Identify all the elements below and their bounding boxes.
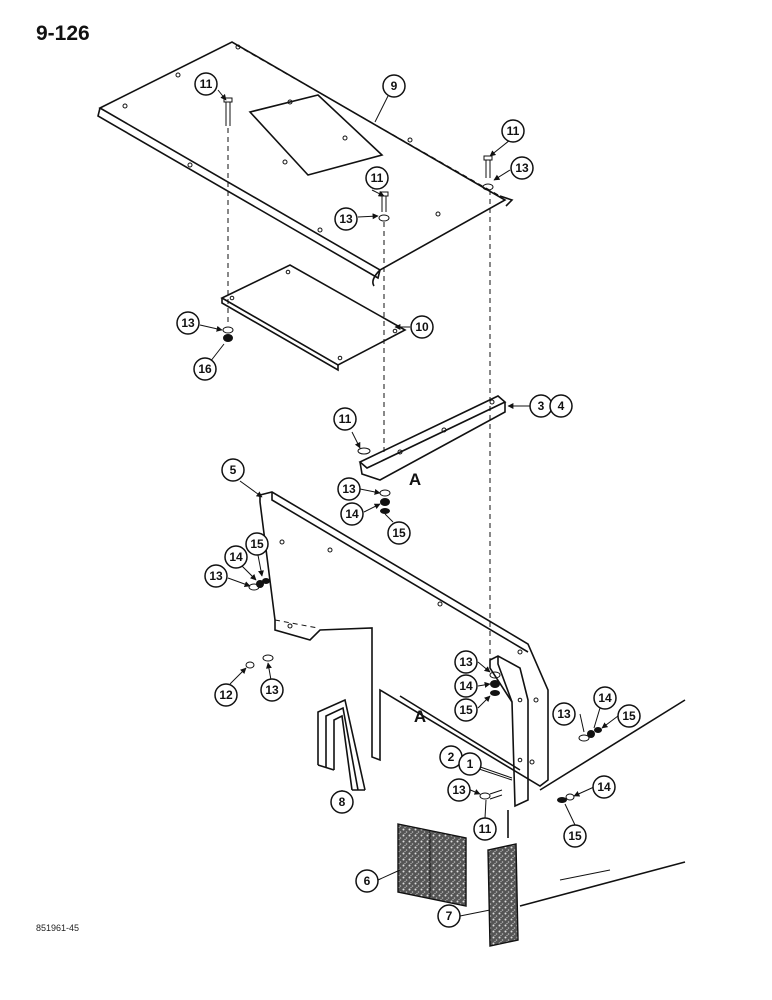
- side-panel: [259, 491, 549, 787]
- svg-text:15: 15: [459, 703, 473, 717]
- svg-text:16: 16: [198, 362, 212, 376]
- svg-text:15: 15: [392, 526, 406, 540]
- top-cover-plate: [97, 41, 514, 287]
- callout-15-right: 15: [617, 704, 641, 728]
- callouts: 11 9 11 13 11 13 10 13 16 3 4 11 5 13 14…: [176, 72, 641, 928]
- svg-text:9: 9: [391, 79, 398, 93]
- callout-3-4: 3 4: [529, 394, 573, 418]
- svg-text:15: 15: [622, 709, 636, 723]
- page-number: 9-126: [36, 22, 90, 45]
- svg-text:13: 13: [339, 212, 353, 226]
- svg-text:11: 11: [507, 124, 520, 138]
- svg-text:14: 14: [459, 679, 473, 693]
- callout-11-middle: 11: [365, 166, 389, 190]
- u-seal: [317, 698, 366, 791]
- callout-13-panel-bottom: 13: [260, 678, 284, 702]
- fasteners: [222, 97, 602, 803]
- callout-7: 7: [437, 904, 461, 928]
- svg-text:13: 13: [452, 783, 466, 797]
- svg-text:4: 4: [558, 399, 565, 413]
- svg-text:11: 11: [371, 171, 384, 185]
- svg-text:10: 10: [415, 320, 429, 334]
- svg-text:3: 3: [538, 399, 545, 413]
- svg-text:13: 13: [459, 655, 473, 669]
- callout-11-top-left: 11: [194, 72, 218, 96]
- svg-text:6: 6: [364, 874, 371, 888]
- svg-text:13: 13: [515, 161, 529, 175]
- callout-13-post: 13: [454, 650, 478, 674]
- support-bracket: [358, 395, 507, 481]
- callout-5: 5: [221, 458, 245, 482]
- svg-text:12: 12: [219, 688, 233, 702]
- callout-10: 10: [410, 315, 434, 339]
- filter-pad: [397, 823, 467, 907]
- callout-9: 9: [382, 74, 406, 98]
- svg-text:15: 15: [568, 829, 582, 843]
- svg-text:15: 15: [250, 537, 264, 551]
- callout-13-right: 13: [552, 702, 576, 726]
- callout-13-panel-left: 13: [204, 564, 228, 588]
- callout-13-middle: 13: [334, 207, 358, 231]
- callout-14-panel-left: 14: [224, 545, 248, 569]
- callout-6: 6: [355, 869, 379, 893]
- svg-text:14: 14: [229, 550, 243, 564]
- callout-1: 1: [458, 752, 482, 776]
- callout-8: 8: [330, 790, 354, 814]
- callout-15-bottom-right: 15: [563, 824, 587, 848]
- callout-13-bracket: 13: [337, 477, 361, 501]
- svg-text:14: 14: [345, 507, 359, 521]
- svg-text:13: 13: [181, 316, 195, 330]
- callout-11-bottom: 11: [473, 817, 497, 841]
- small-filter-pad: [487, 843, 519, 947]
- svg-text:13: 13: [265, 683, 279, 697]
- callout-14-right: 14: [593, 686, 617, 710]
- callout-13-bottom: 13: [447, 778, 471, 802]
- callout-16: 16: [193, 357, 217, 381]
- access-plate: [220, 264, 407, 372]
- callout-13-top-right: 13: [510, 156, 534, 180]
- alignment-lines: [227, 128, 491, 660]
- svg-text:13: 13: [342, 482, 356, 496]
- svg-text:8: 8: [339, 795, 346, 809]
- svg-text:14: 14: [598, 691, 612, 705]
- svg-text:11: 11: [479, 822, 492, 836]
- reference-letter-a-upper: A: [409, 470, 421, 489]
- callout-14-post: 14: [454, 674, 478, 698]
- callout-15-bracket: 15: [387, 521, 411, 545]
- svg-text:5: 5: [230, 463, 237, 477]
- callout-14-bottom-right: 14: [592, 775, 616, 799]
- svg-text:13: 13: [209, 569, 223, 583]
- svg-text:1: 1: [467, 757, 474, 771]
- callout-15-panel-left: 15: [245, 532, 269, 556]
- svg-text:13: 13: [557, 707, 571, 721]
- svg-text:14: 14: [597, 780, 611, 794]
- callout-14-bracket: 14: [340, 502, 364, 526]
- svg-text:11: 11: [339, 412, 352, 426]
- callout-11-bracket: 11: [333, 407, 357, 431]
- callout-leaders: [199, 89, 619, 917]
- figure-code: 851961-45: [36, 923, 80, 933]
- svg-text:7: 7: [446, 909, 453, 923]
- callout-15-post: 15: [454, 698, 478, 722]
- svg-text:2: 2: [448, 750, 455, 764]
- svg-text:11: 11: [200, 77, 213, 91]
- callout-12: 12: [214, 683, 238, 707]
- callout-11-top-right: 11: [501, 119, 525, 143]
- machine-outline: [507, 699, 686, 907]
- vertical-post: [489, 655, 529, 808]
- callout-13-left: 13: [176, 311, 200, 335]
- reference-letter-a-lower: A: [414, 707, 426, 726]
